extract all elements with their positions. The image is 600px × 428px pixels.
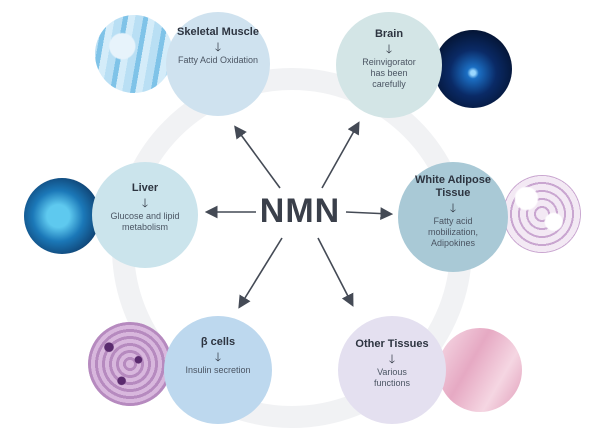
arrow-to-other-tissues <box>317 237 354 307</box>
beta-cell-photo <box>88 322 172 406</box>
node-skeletal-muscle: Skeletal Muscle 🡓 Fatty Acid Oxidation <box>166 12 270 116</box>
node-other-tissues: Other Tissues 🡓 Various functions <box>338 316 446 424</box>
arrow-to-beta-cells <box>238 237 283 309</box>
node-description: Glucose and lipid metabolism <box>110 211 180 232</box>
node-white-adipose-tissue: White Adipose Tissue 🡓 Fatty acid mobili… <box>398 162 508 272</box>
nmn-center-label: NMN <box>259 192 341 230</box>
down-arrow-icon: 🡓 <box>388 352 396 366</box>
node-title: Liver <box>131 182 159 194</box>
node-description: Insulin secretion <box>185 365 251 375</box>
brain-neurons-photo <box>434 30 512 108</box>
node-title: Skeletal Muscle <box>177 26 259 38</box>
liver-scan-photo <box>24 178 100 254</box>
arrow-to-white-adipose <box>345 207 394 220</box>
down-arrow-icon: 🡓 <box>214 350 222 364</box>
node-title: White Adipose Tissue <box>415 174 491 199</box>
down-arrow-icon: 🡓 <box>385 42 393 56</box>
node-title: β cells <box>200 336 236 348</box>
adipose-tissue-photo <box>500 172 584 256</box>
tissue-section-photo <box>438 328 522 412</box>
node-description: Reinvigorator has been carefully <box>362 57 416 89</box>
arrow-to-skeletal-muscle <box>234 125 281 189</box>
node-description: Various functions <box>373 367 411 388</box>
down-arrow-icon: 🡓 <box>449 201 457 215</box>
arrow-to-brain <box>321 121 360 189</box>
node-title: Other Tissues <box>355 338 429 350</box>
down-arrow-icon: 🡓 <box>141 196 149 210</box>
node-beta-cells: β cells 🡓 Insulin secretion <box>164 316 272 424</box>
node-description: Fatty acid mobilization, Adipokines <box>427 216 479 248</box>
node-description: Fatty Acid Oxidation <box>177 55 259 65</box>
muscle-tissue-photo <box>92 12 176 96</box>
down-arrow-icon: 🡓 <box>214 40 222 54</box>
node-brain: Brain 🡓 Reinvigorator has been carefully <box>336 12 442 118</box>
node-liver: Liver 🡓 Glucose and lipid metabolism <box>92 162 198 268</box>
node-title: Brain <box>374 28 404 40</box>
